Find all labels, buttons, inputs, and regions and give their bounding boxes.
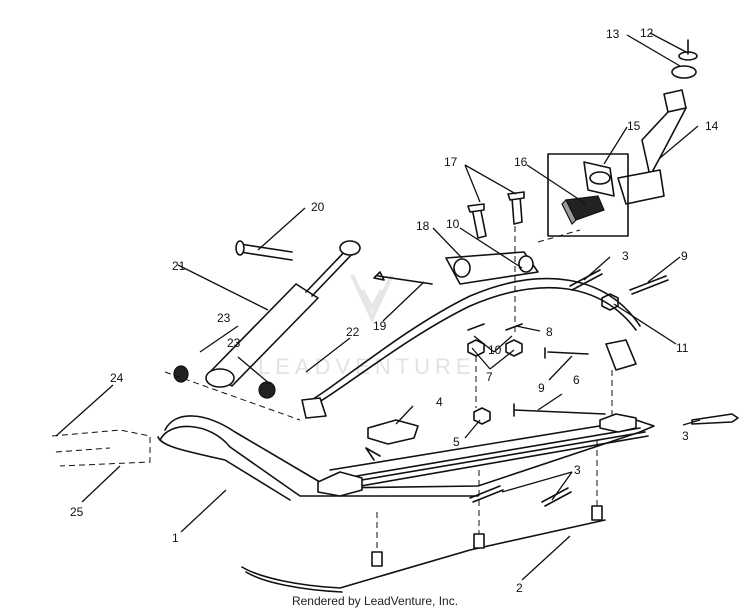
callout-16: 16 [514, 155, 528, 169]
callout-9b: 9 [538, 381, 545, 395]
callout-12: 12 [640, 26, 654, 40]
shock-absorber-part [205, 240, 361, 388]
callout-24: 24 [110, 371, 124, 385]
callout-1: 1 [172, 531, 179, 545]
leader-lines [55, 32, 701, 581]
fasteners-part [373, 271, 669, 425]
cotter-pins-part [469, 269, 739, 507]
skid-bracket-part [365, 419, 419, 461]
decal-outline-part [51, 429, 151, 467]
bushing-part [583, 161, 615, 197]
callout-8: 8 [546, 325, 553, 339]
bumpers-part [173, 365, 276, 399]
callout-13: 13 [606, 27, 620, 41]
watermark-text: LEADVENTURE [258, 354, 476, 379]
leaf-spring-part [301, 277, 641, 419]
spindle-top-hardware [671, 39, 698, 79]
spindle-part [617, 89, 687, 205]
rendered-by-caption: Rendered by LeadVenture, Inc. [291, 594, 459, 608]
callout-10b: 10 [488, 343, 502, 357]
callout-23a: 23 [217, 311, 231, 325]
callout-10a: 10 [446, 217, 460, 231]
mounting-bolts-part [467, 191, 525, 239]
callout-17: 17 [444, 155, 458, 169]
callout-14: 14 [705, 119, 719, 133]
callout-18: 18 [416, 219, 430, 233]
pad-part [547, 153, 629, 237]
callout-3a: 3 [622, 249, 629, 263]
callout-15: 15 [627, 119, 641, 133]
callout-2: 2 [516, 581, 523, 595]
callout-3c: 3 [574, 463, 581, 477]
callout-3b: 3 [682, 429, 689, 443]
callout-25: 25 [70, 505, 84, 519]
callout-23b: 23 [227, 336, 241, 350]
callout-21: 21 [172, 259, 186, 273]
callout-22: 22 [346, 325, 360, 339]
watermark-logo [350, 274, 394, 323]
alignment-lines [164, 226, 613, 421]
callout-labels: 1 2 3 3 3 4 5 6 7 8 9 9 10 10 11 12 13 1… [70, 26, 719, 595]
shock-bolt-part [235, 240, 293, 261]
leadventure-watermark: LEADVENTURE [258, 274, 476, 379]
callout-20: 20 [311, 200, 325, 214]
ski-part [157, 413, 655, 501]
callout-7: 7 [486, 370, 493, 384]
callout-9a: 9 [681, 249, 688, 263]
callout-6: 6 [573, 373, 580, 387]
callout-5: 5 [453, 435, 460, 449]
callout-4: 4 [436, 395, 443, 409]
wear-bar-part [241, 440, 606, 593]
callout-11: 11 [676, 341, 689, 355]
spring-bracket-part [445, 251, 539, 285]
callout-19: 19 [373, 319, 387, 333]
